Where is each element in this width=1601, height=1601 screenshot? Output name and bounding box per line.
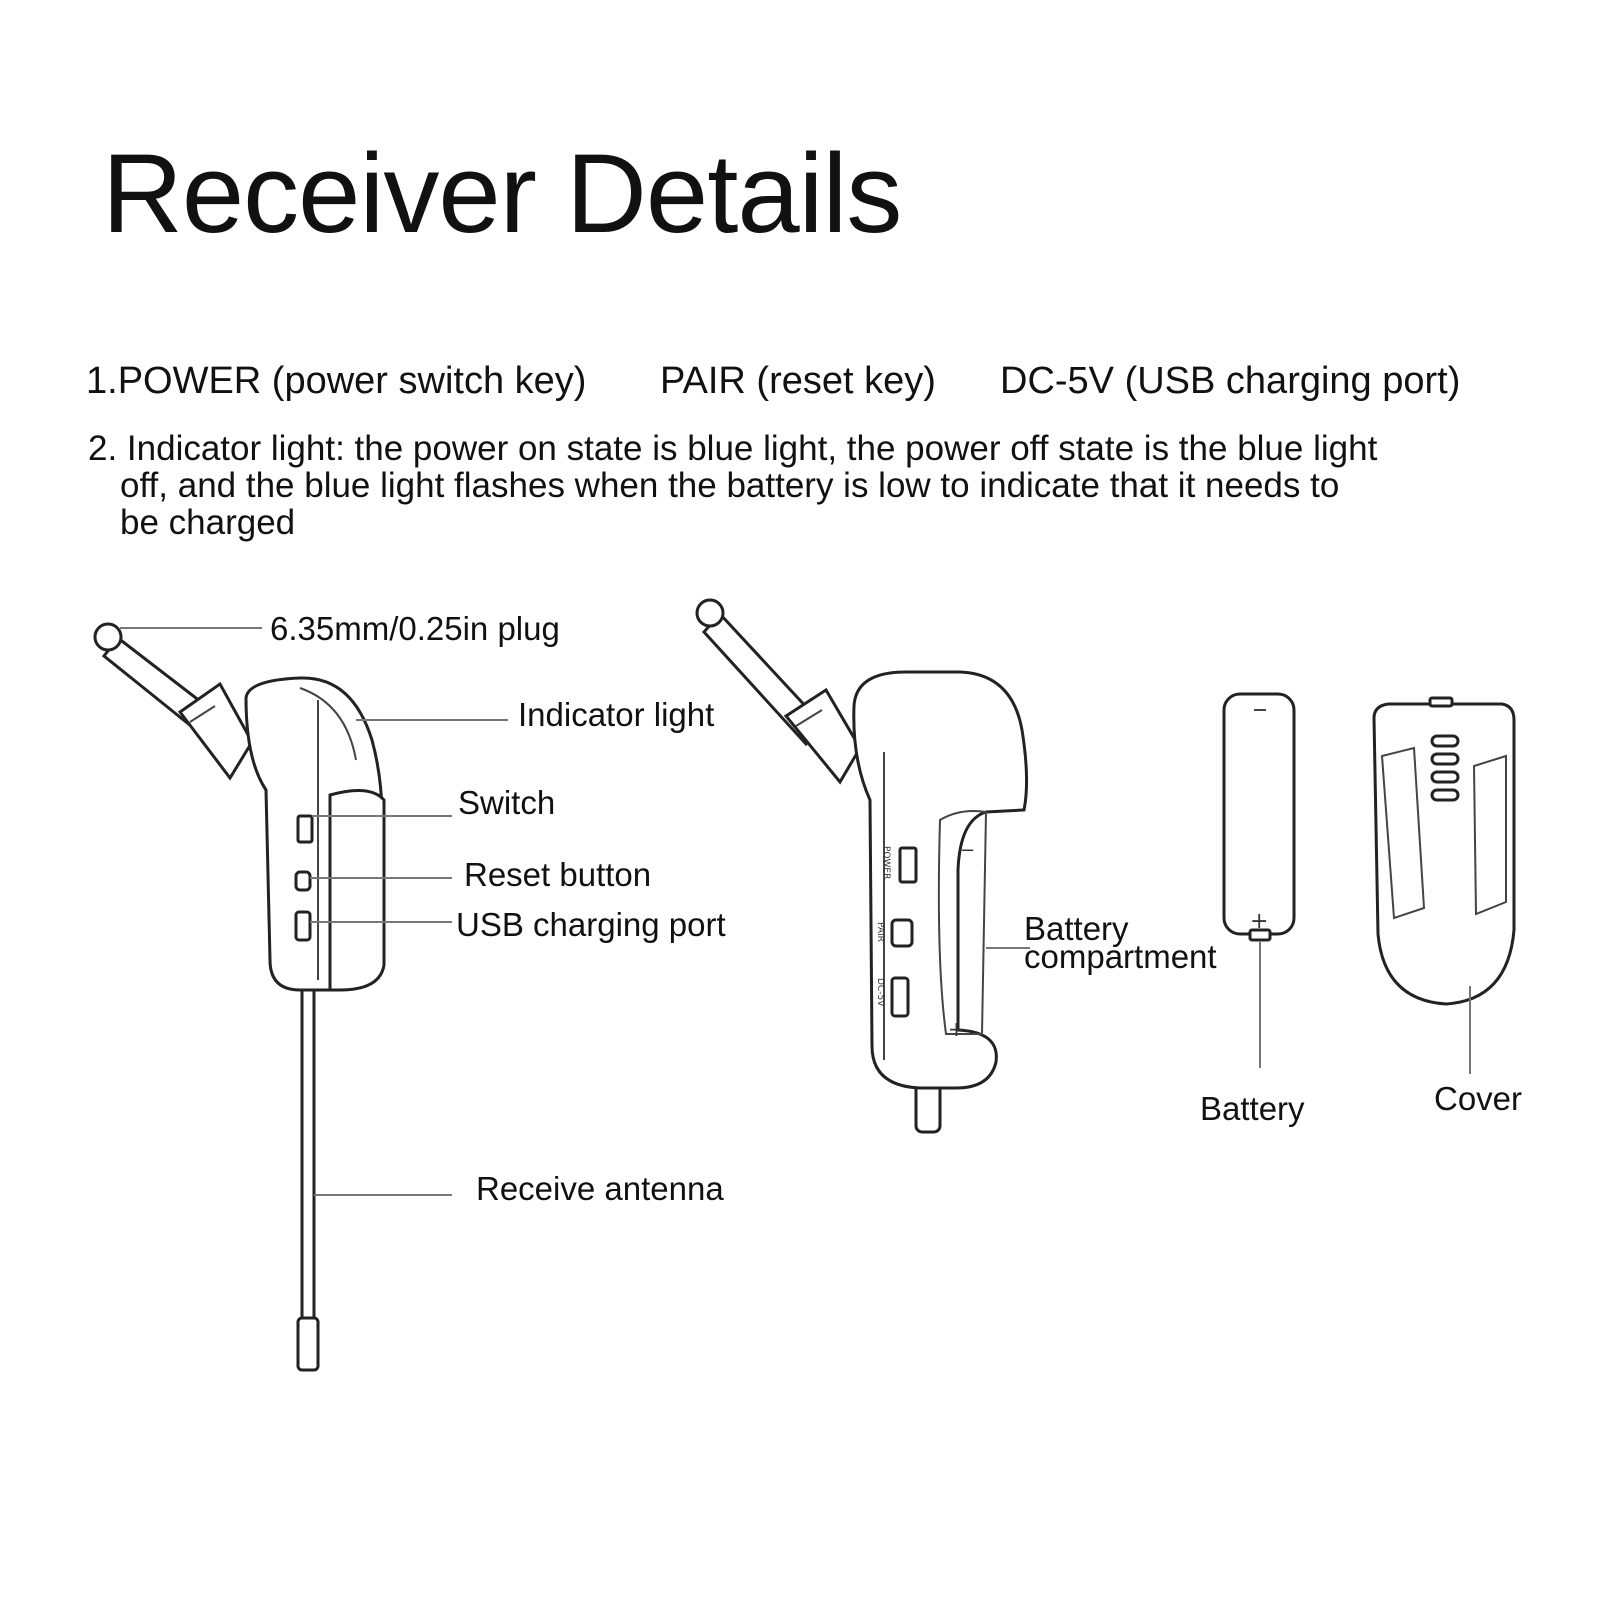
battery-minus-mark: −: [960, 840, 975, 861]
spec-power: 1.POWER (power switch key): [86, 360, 587, 402]
receiver-side-view: [93, 622, 508, 1372]
label-switch: Switch: [458, 784, 556, 821]
plug-icon: [695, 598, 862, 785]
battery-plus-mark: +: [948, 1017, 965, 1041]
receive-antenna: [296, 966, 320, 1372]
label-indicator-light: Indicator light: [518, 696, 715, 733]
label-battery-compartment-line-2: compartment: [1024, 938, 1217, 975]
spec-indicator: 2. Indicator light: the power on state i…: [88, 430, 1548, 541]
label-battery-compartment-line-1: Battery: [1024, 910, 1129, 947]
switch-icon: [296, 814, 314, 844]
receiver-body-open: [852, 670, 1029, 1090]
receiver-grip: [328, 789, 386, 992]
switch-icon: [898, 846, 918, 884]
spec-indicator-line-3: be charged: [120, 503, 296, 542]
cover-icon: [1372, 696, 1516, 1074]
plug-icon: [93, 622, 254, 781]
power-marking: POWER: [881, 846, 891, 879]
usb-port-icon: [890, 976, 910, 1018]
label-receive-antenna: Receive antenna: [476, 1170, 724, 1207]
spec-dc: DC-5V (USB charging port): [1000, 360, 1461, 402]
spec-indicator-line-1: 2. Indicator light: the power on state i…: [88, 429, 1378, 468]
battery-plus-mark: +: [1250, 909, 1268, 934]
battery-icon: +: [1222, 692, 1296, 1068]
spec-pair: PAIR (reset key): [660, 360, 936, 402]
pair-marking: PAIR: [875, 922, 885, 942]
label-plug: 6.35mm/0.25in plug: [270, 610, 560, 647]
dc-marking: DC-5V: [875, 978, 885, 1007]
receiver-open-view: − + POWER PAIR DC-5V: [695, 598, 1030, 1134]
page-title: Receiver Details: [102, 131, 902, 256]
spec-indicator-line-2: off, and the blue light flashes when the…: [120, 466, 1340, 505]
usb-port-icon: [294, 910, 312, 942]
reset-button-icon: [890, 918, 914, 948]
label-cover: Cover: [1434, 1080, 1523, 1117]
label-battery: Battery: [1200, 1090, 1305, 1127]
reset-button-icon: [294, 870, 312, 892]
label-reset-button: Reset button: [464, 856, 652, 893]
label-usb-charging-port: USB charging port: [456, 906, 726, 943]
